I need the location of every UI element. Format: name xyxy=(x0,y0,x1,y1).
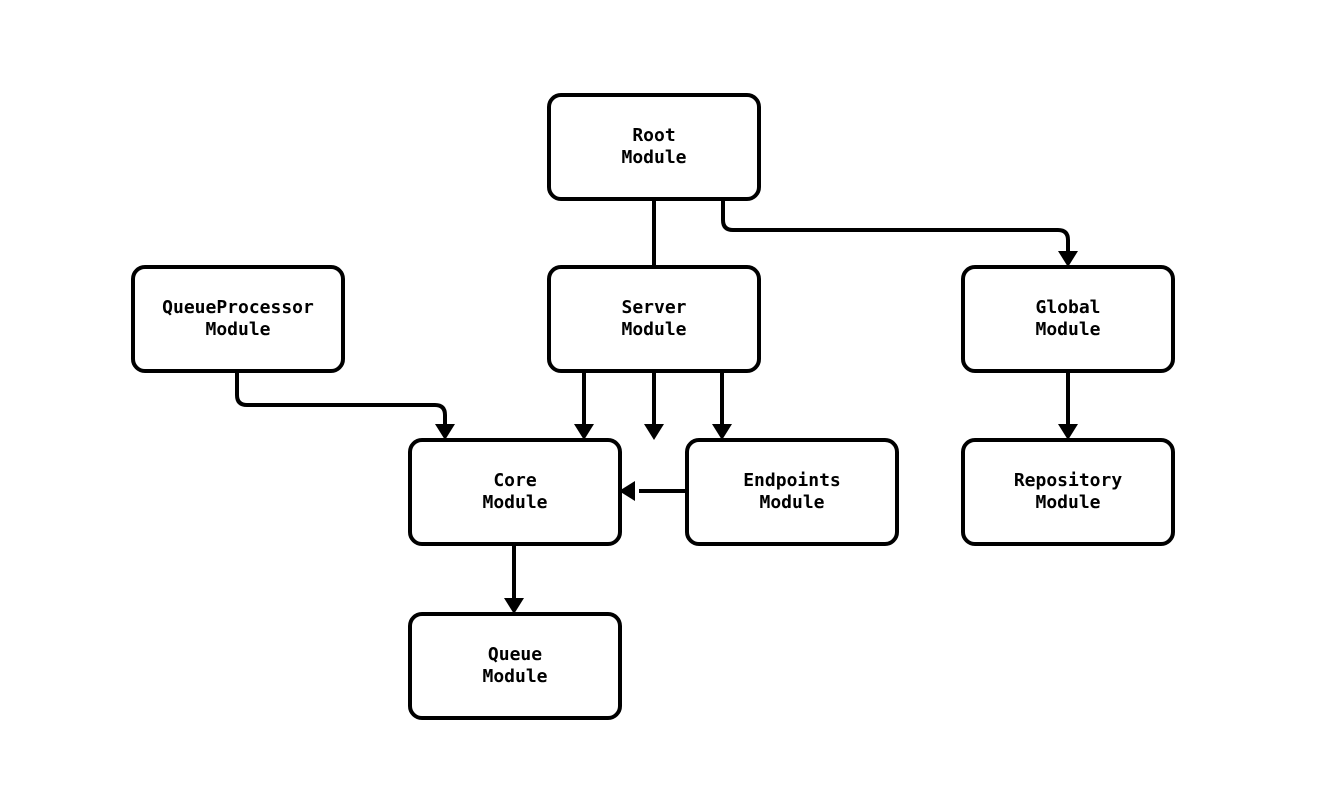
edge-queueprocessor-to-core xyxy=(235,371,455,440)
edge-arrowhead xyxy=(435,424,455,440)
edge-root-to-global xyxy=(721,199,1078,267)
edge-global-to-repository xyxy=(1058,371,1078,440)
edge-arrowhead xyxy=(1058,424,1078,440)
edge-arrowhead xyxy=(504,598,524,614)
node-box[interactable] xyxy=(408,612,622,720)
node-box[interactable] xyxy=(131,265,345,373)
edge-arrowhead xyxy=(712,424,732,440)
node-box[interactable] xyxy=(685,438,899,546)
node-box[interactable] xyxy=(961,438,1175,546)
node-box[interactable] xyxy=(408,438,622,546)
edge-line xyxy=(721,199,1070,251)
edge-line xyxy=(235,371,447,424)
edge-core-to-queue xyxy=(504,544,524,614)
node-box[interactable] xyxy=(547,265,761,373)
edge-server-to-endpoints xyxy=(712,371,732,440)
node-box[interactable] xyxy=(547,93,761,201)
edges-layer xyxy=(235,199,1078,614)
edge-arrowhead xyxy=(1058,251,1078,267)
edge-arrowhead xyxy=(644,424,664,440)
node-box[interactable] xyxy=(961,265,1175,373)
edge-arrowhead xyxy=(574,424,594,440)
edge-endpoints-to-core xyxy=(619,481,687,501)
edge-arrowhead xyxy=(619,481,635,501)
edge-server-to-core xyxy=(574,371,594,440)
